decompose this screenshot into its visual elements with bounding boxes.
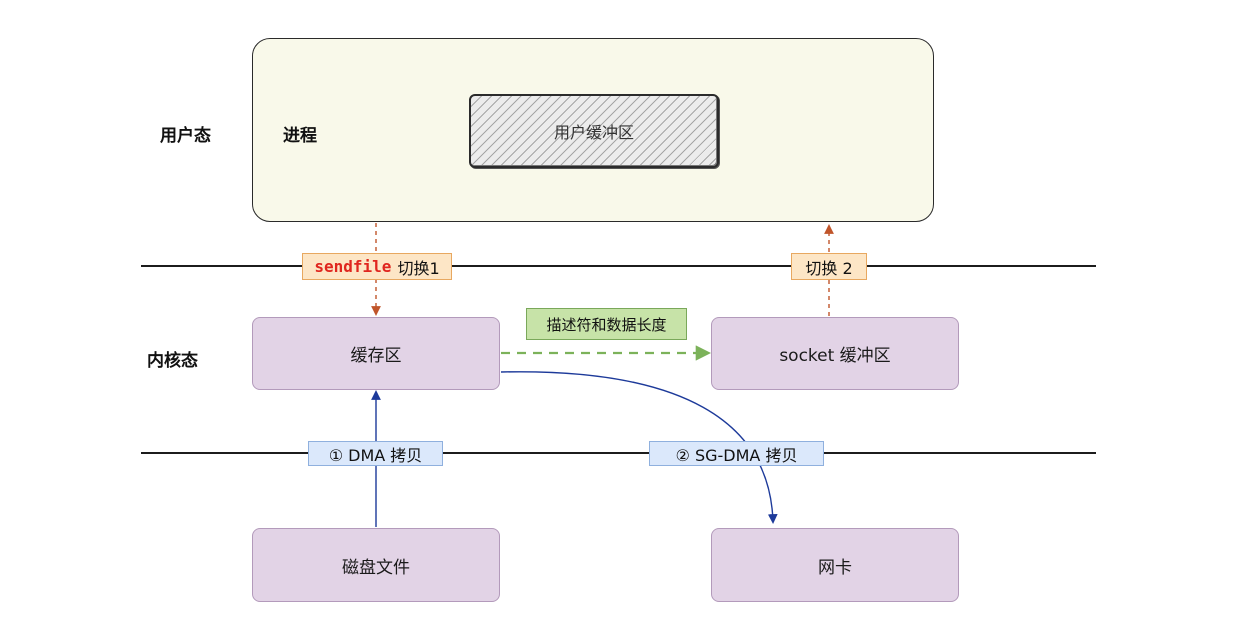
switch2-tag: 切换 2: [791, 253, 867, 280]
user-kernel-boundary-line: [141, 265, 1096, 267]
sendfile-keyword: sendfile: [314, 257, 392, 276]
kernel-hardware-boundary-line: [141, 452, 1096, 454]
sg-dma-copy-text: ② SG-DMA 拷贝: [675, 445, 798, 465]
sg-dma-copy-tag: ② SG-DMA 拷贝: [649, 441, 824, 466]
user-buffer-box: 用户缓冲区: [469, 94, 719, 168]
descriptor-tag: 描述符和数据长度: [526, 308, 687, 340]
socket-buffer-label: socket 缓冲区: [779, 346, 891, 366]
descriptor-text: 描述符和数据长度: [546, 315, 667, 334]
switch1-text: 切换1: [397, 258, 440, 278]
nic-label: 网卡: [818, 557, 852, 578]
disk-file-box: 磁盘文件: [252, 528, 500, 602]
user-mode-label: 用户态: [160, 126, 211, 146]
dma-copy-text: ① DMA 拷贝: [328, 445, 423, 465]
socket-buffer-box: socket 缓冲区: [711, 317, 959, 390]
user-buffer-label: 用户缓冲区: [553, 123, 634, 142]
kernel-mode-label: 内核态: [147, 351, 198, 371]
switch2-text: 切换 2: [805, 258, 853, 278]
nic-box: 网卡: [711, 528, 959, 602]
process-label: 进程: [283, 126, 317, 146]
page-cache-box: 缓存区: [252, 317, 500, 390]
disk-file-label: 磁盘文件: [342, 557, 410, 578]
sendfile-switch-tag: sendfile 切换1: [302, 253, 452, 280]
page-cache-label: 缓存区: [350, 346, 402, 366]
dma-copy-tag: ① DMA 拷贝: [308, 441, 443, 466]
